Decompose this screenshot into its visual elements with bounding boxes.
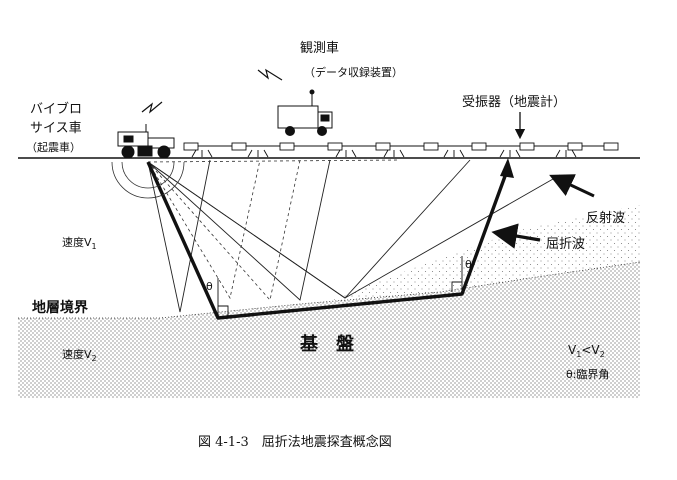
critical-angle-label: θ:臨界角 xyxy=(566,368,609,381)
dashed-ray-paths xyxy=(147,159,401,301)
figure-caption: 図 4-1-3 屈折法地震探査概念図 xyxy=(198,434,392,450)
theta-right-label: θ xyxy=(465,258,472,271)
signal-zigzag-icon xyxy=(141,101,163,114)
velocity-v1-label: 速度V1 xyxy=(62,235,97,251)
reflected-wave-label: 反射波 xyxy=(586,210,625,226)
observation-truck xyxy=(277,89,333,136)
reflected-ray xyxy=(147,159,331,301)
geophone-box xyxy=(183,142,199,151)
reflected-ray-paths xyxy=(147,159,561,313)
geophone-box xyxy=(327,142,343,151)
bedrock-label: 基 盤 xyxy=(299,333,355,355)
geophone-box xyxy=(603,142,619,151)
geophone-box xyxy=(567,142,583,151)
refracted-ray-path xyxy=(146,161,510,320)
vibroseis-label-line1: バイブロ xyxy=(30,101,82,117)
geophone-label: 受振器（地震計） xyxy=(462,94,566,110)
refracted-wave-label: 屈折波 xyxy=(546,237,585,252)
vibroseis-truck xyxy=(117,124,175,159)
reflected-wave-arrow xyxy=(549,174,595,198)
dashed-ray xyxy=(147,159,261,300)
critical-angle-marks xyxy=(217,256,463,318)
data-recorder-label: （データ収録装置） xyxy=(304,65,403,79)
velocity-relation-label: V1<V2 xyxy=(568,343,605,359)
signal-zigzag-icon xyxy=(257,68,283,81)
refracted-ray-arrowhead xyxy=(500,158,514,178)
geophone-box xyxy=(423,142,439,151)
wavefront-arcs xyxy=(111,161,185,199)
velocity-v2-label: 速度V2 xyxy=(62,347,97,363)
vibroseis-label-line2: サイス車 xyxy=(30,121,82,136)
reflected-ray xyxy=(147,161,561,299)
geophone-box xyxy=(231,142,247,151)
bedrock-layer xyxy=(18,262,640,398)
dashed-ray xyxy=(147,159,401,163)
dashed-ray xyxy=(147,159,301,301)
geophone-box xyxy=(471,142,487,151)
vibroseis-label-line3: （起震車） xyxy=(26,140,81,154)
upper-layer-stipple xyxy=(330,205,640,300)
geophone-box xyxy=(279,142,295,151)
observation-car-label: 観測車 xyxy=(300,41,339,56)
reflected-ray xyxy=(147,159,211,313)
geophone-box xyxy=(375,142,391,151)
theta-left-label: θ xyxy=(206,280,213,293)
strata-boundary-label: 地層境界 xyxy=(32,299,89,316)
geophone-spread xyxy=(183,142,619,158)
geophone-box xyxy=(519,142,535,151)
refracted-wave-arrow xyxy=(491,223,541,249)
